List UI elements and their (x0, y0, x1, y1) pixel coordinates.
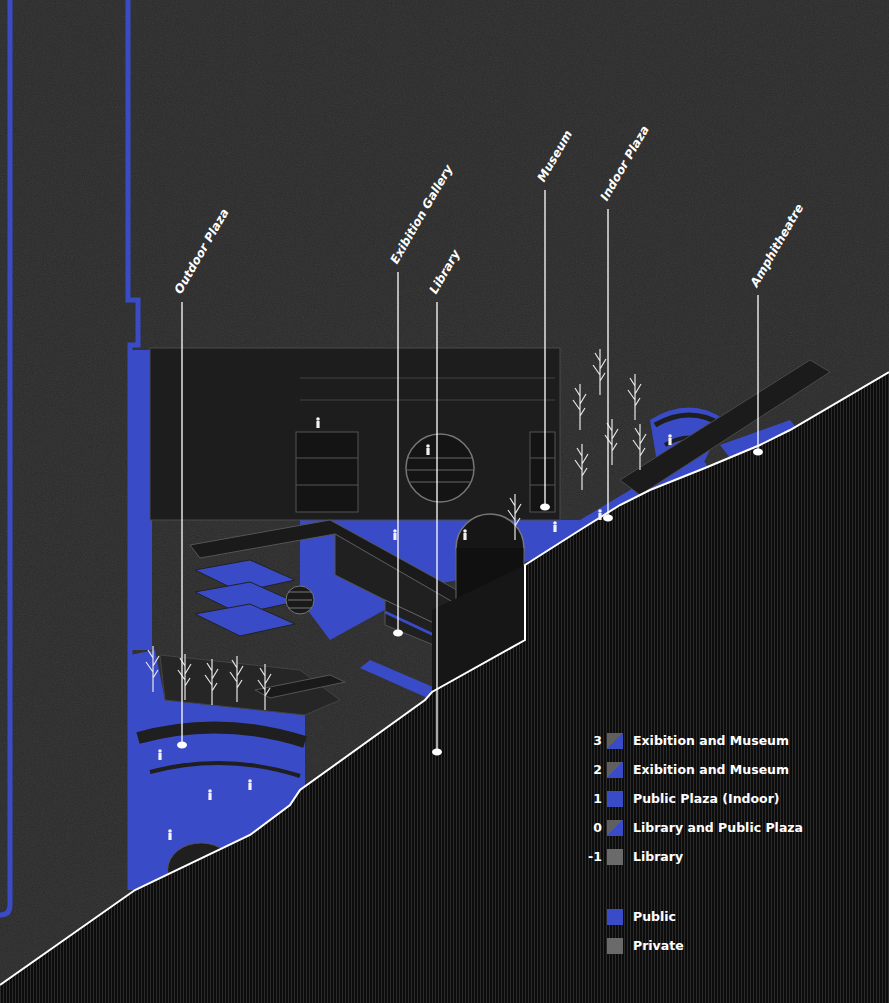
legend-swatch (607, 909, 623, 925)
legend-swatch (607, 938, 623, 954)
callout-label: Museum (535, 128, 576, 184)
level-number: -1 (580, 849, 602, 865)
legend-swatch (607, 733, 623, 749)
callout-label: Indoor Plaza (598, 123, 653, 203)
legend-row: Exibition and Museum (607, 762, 789, 778)
legend-row: Library and Public Plaza (607, 820, 803, 836)
legend-text: Private (633, 938, 684, 954)
legend-row: Public Plaza (Indoor) (607, 791, 780, 807)
callout-label: Library (427, 248, 464, 297)
callout-label: Exibition Gallery (388, 163, 456, 267)
level-number: 2 (580, 762, 602, 778)
legend-text: Public (633, 909, 676, 925)
legend-text: Exibition and Museum (633, 762, 789, 778)
legend-row: Private (607, 938, 684, 954)
level-number: 0 (580, 820, 602, 836)
legend-text: Public Plaza (Indoor) (633, 791, 780, 807)
legend-swatch (607, 849, 623, 865)
legend-text: Exibition and Museum (633, 733, 789, 749)
callout-label: Amphitheatre (748, 201, 807, 289)
legend-row: Public (607, 909, 676, 925)
level-number: 1 (580, 791, 602, 807)
callout-label: Outdoor Plaza (172, 206, 232, 296)
legend-swatch (607, 820, 623, 836)
legend-swatch (607, 791, 623, 807)
legend-text: Library and Public Plaza (633, 820, 803, 836)
legend-row: Library (607, 849, 683, 865)
legend-text: Library (633, 849, 683, 865)
legend-swatch (607, 762, 623, 778)
legend-row: Exibition and Museum (607, 733, 789, 749)
level-number: 3 (580, 733, 602, 749)
